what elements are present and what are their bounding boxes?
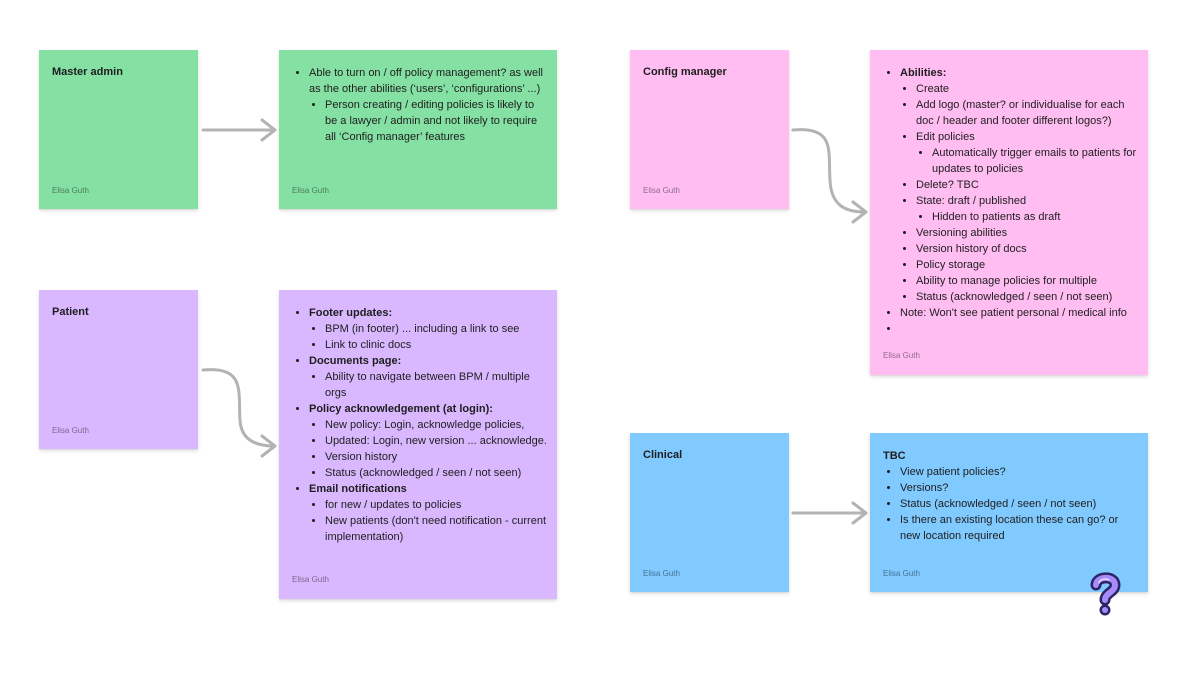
sticky-title: Patient xyxy=(52,306,89,318)
list-item: State: draft / published Hidden to patie… xyxy=(916,193,1138,225)
sticky-clinical-notes[interactable]: TBC View patient policies? Versions? Sta… xyxy=(870,433,1148,592)
sticky-config-manager-notes[interactable]: Abilities: Create Add logo (master? or i… xyxy=(870,50,1148,375)
sticky-master-admin-notes[interactable]: Able to turn on / off policy management?… xyxy=(279,50,557,209)
list-item: Is there an existing location these can … xyxy=(900,512,1138,544)
list-item: Ability to manage policies for multiple xyxy=(916,273,1138,289)
list-item: Status (acknowledged / seen / not seen) xyxy=(900,496,1138,512)
connector-clinical[interactable] xyxy=(791,501,868,525)
sticky-author: Elisa Guth xyxy=(883,569,920,578)
sticky-author: Elisa Guth xyxy=(643,569,680,578)
sticky-body: Able to turn on / off policy management?… xyxy=(292,65,547,145)
list-item: Policy storage xyxy=(916,257,1138,273)
sticky-body: Abilities: Create Add logo (master? or i… xyxy=(883,65,1138,337)
sticky-author: Elisa Guth xyxy=(643,186,680,195)
connector-master-admin[interactable] xyxy=(201,118,277,142)
list-item: for new / updates to policies xyxy=(325,497,547,513)
list-item: Versions? xyxy=(900,480,1138,496)
list-item: Versioning abilities xyxy=(916,225,1138,241)
sticky-author: Elisa Guth xyxy=(292,186,329,195)
list-item: Documents page: Ability to navigate betw… xyxy=(309,353,547,401)
list-item: Policy acknowledgement (at login): New p… xyxy=(309,401,547,481)
sticky-title: Clinical xyxy=(643,449,683,461)
sticky-title: Config manager xyxy=(643,66,727,78)
list-item: Able to turn on / off policy management?… xyxy=(309,65,547,145)
list-item: Version history xyxy=(325,449,547,465)
list-item: Footer updates: BPM (in footer) ... incl… xyxy=(309,305,547,353)
sticky-author: Elisa Guth xyxy=(52,426,89,435)
list-item: Create xyxy=(916,81,1138,97)
sticky-body: TBC View patient policies? Versions? Sta… xyxy=(883,448,1138,544)
list-item: Email notifications for new / updates to… xyxy=(309,481,547,545)
question-mark-sticker-icon[interactable] xyxy=(1088,572,1122,616)
connector-config-manager[interactable] xyxy=(791,128,868,224)
list-item: Version history of docs xyxy=(916,241,1138,257)
list-item: Delete? TBC xyxy=(916,177,1138,193)
list-item: Ability to navigate between BPM / multip… xyxy=(325,369,547,401)
list-item: Link to clinic docs xyxy=(325,337,547,353)
list-item: BPM (in footer) ... including a link to … xyxy=(325,321,547,337)
list-item: New patients (don't need notification - … xyxy=(325,513,547,545)
list-item: Updated: Login, new version ... acknowle… xyxy=(325,433,547,449)
list-item: Status (acknowledged / seen / not seen) xyxy=(325,465,547,481)
list-item: Automatically trigger emails to patients… xyxy=(932,145,1138,177)
connector-patient[interactable] xyxy=(201,368,277,458)
sticky-body: Footer updates: BPM (in footer) ... incl… xyxy=(292,305,547,545)
sticky-patient-notes[interactable]: Footer updates: BPM (in footer) ... incl… xyxy=(279,290,557,599)
sticky-master-admin[interactable]: Master admin Elisa Guth xyxy=(39,50,198,209)
list-item: Note: Won't see patient personal / medic… xyxy=(900,305,1138,321)
list-item: Add logo (master? or individualise for e… xyxy=(916,97,1138,129)
sticky-heading: TBC xyxy=(883,450,906,462)
list-item: Person creating / editing policies is li… xyxy=(325,97,547,145)
sticky-clinical[interactable]: Clinical Elisa Guth xyxy=(630,433,789,592)
list-item: View patient policies? xyxy=(900,464,1138,480)
sticky-author: Elisa Guth xyxy=(883,351,920,360)
list-item: Edit policies Automatically trigger emai… xyxy=(916,129,1138,177)
list-item: New policy: Login, acknowledge policies, xyxy=(325,417,547,433)
list-item: Status (acknowledged / seen / not seen) xyxy=(916,289,1138,305)
list-item: Hidden to patients as draft xyxy=(932,209,1138,225)
list-item: Abilities: Create Add logo (master? or i… xyxy=(900,65,1138,305)
list-item-empty xyxy=(900,321,1138,337)
sticky-author: Elisa Guth xyxy=(52,186,89,195)
sticky-patient[interactable]: Patient Elisa Guth xyxy=(39,290,198,449)
sticky-author: Elisa Guth xyxy=(292,575,329,584)
sticky-config-manager[interactable]: Config manager Elisa Guth xyxy=(630,50,789,209)
sticky-title: Master admin xyxy=(52,66,123,78)
